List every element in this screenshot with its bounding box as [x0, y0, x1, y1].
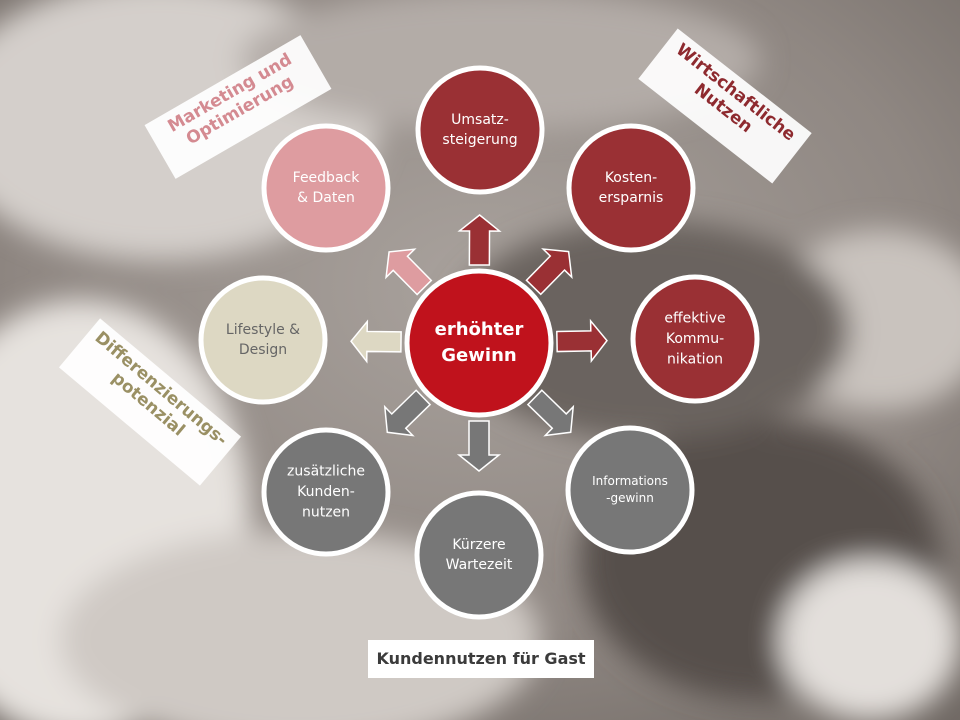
- node-label-information-2: -gewinn: [606, 491, 654, 505]
- node-label-kundennutzen-1: zusätzliche: [287, 464, 365, 480]
- node-circle-lifestyle: [198, 275, 328, 405]
- node-label-feedback-1: Feedback: [293, 170, 361, 186]
- node-lifestyle: Lifestyle & Design: [198, 275, 328, 405]
- node-label-kosten-2: ersparnis: [599, 190, 664, 206]
- node-circle-umsatz: [415, 65, 545, 195]
- node-kosten: Kosten-ersparnis: [566, 123, 696, 253]
- node-label-lifestyle-1: Lifestyle &: [226, 322, 300, 338]
- arrow-umsatz: [457, 214, 502, 266]
- node-circle-wartezeit: [414, 490, 544, 620]
- node-label-wartezeit-1: Kürzere: [452, 537, 505, 553]
- kundennutzen-label: Kundennutzen für Gast: [368, 640, 594, 678]
- arrow-kundennutzen: [383, 389, 432, 437]
- node-label-feedback-2: & Daten: [297, 190, 355, 206]
- node-circle-feedback: [261, 123, 391, 253]
- arrow-kosten: [525, 248, 573, 296]
- node-circle-kundennutzen: [261, 427, 391, 557]
- arrow-information: [526, 389, 575, 437]
- node-feedback: Feedback & Daten: [261, 123, 391, 253]
- node-circle-kosten: [566, 123, 696, 253]
- node-label-kommunikation-3: nikation: [667, 351, 723, 367]
- node-label-umsatz-1: Umsatz-: [451, 112, 509, 128]
- outer-circle-group: Umsatz-steigerungKosten-ersparniseffekti…: [198, 65, 760, 620]
- node-label-lifestyle-2: Design: [239, 342, 287, 358]
- arrow-feedback: [385, 248, 433, 296]
- arrow-group: [350, 214, 608, 472]
- center-label-line1: erhöhter: [435, 319, 524, 340]
- arrow-lifestyle: [350, 319, 402, 364]
- node-label-kommunikation-1: effektive: [664, 311, 725, 327]
- arrow-wartezeit: [456, 420, 502, 472]
- node-label-umsatz-2: steigerung: [442, 132, 517, 148]
- node-label-kosten-1: Kosten-: [605, 170, 657, 186]
- node-label-information-1: Informations: [592, 474, 668, 488]
- node-label-kundennutzen-3: nutzen: [302, 504, 350, 520]
- center-circle: [404, 268, 554, 418]
- kundennutzen-label-text: Kundennutzen für Gast: [376, 649, 586, 668]
- node-circle-information: [565, 425, 695, 555]
- node-label-kundennutzen-2: Kunden-: [297, 484, 355, 500]
- arrow-kommunikation: [556, 318, 608, 364]
- center-label-line2: Gewinn: [441, 345, 516, 366]
- node-label-wartezeit-2: Wartezeit: [446, 557, 513, 573]
- node-circle-kommunikation: [630, 274, 760, 404]
- node-information: Informations -gewinn: [565, 425, 695, 555]
- node-umsatz: Umsatz-steigerung: [415, 65, 545, 195]
- center-node: erhöhter Gewinn: [404, 268, 554, 418]
- node-label-kommunikation-2: Kommu-: [666, 331, 724, 347]
